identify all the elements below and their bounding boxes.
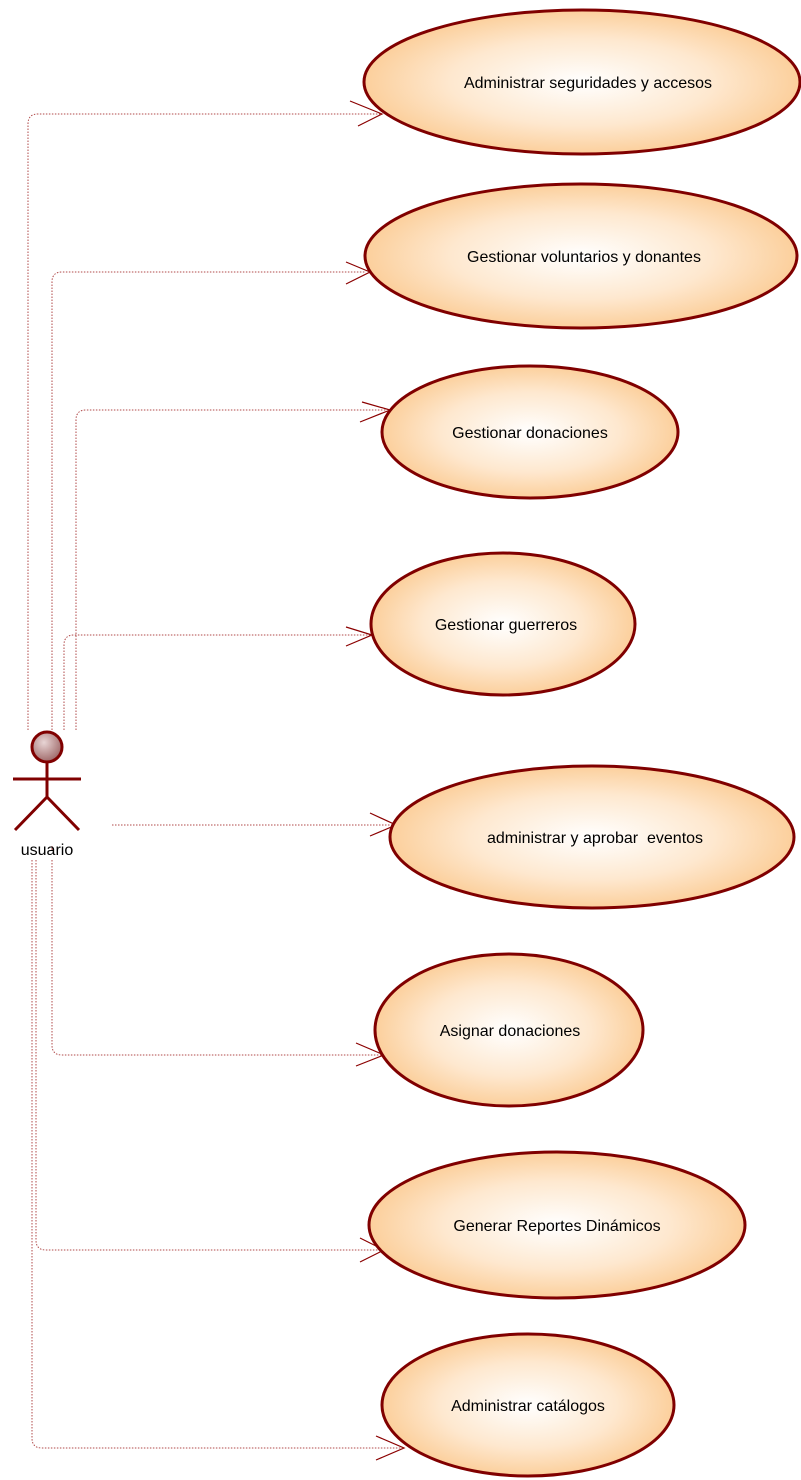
actor-left-leg (13, 795, 49, 832)
associations (27, 113, 402, 1449)
association-asignar (51, 846, 382, 1056)
use-case-label: Administrar catálogos (451, 1398, 605, 1415)
actor-right-leg (45, 795, 81, 832)
use-case-label: administrar y aprobar eventos (487, 830, 703, 847)
use-case-voluntarios[interactable]: Gestionar voluntarios y donantes (363, 182, 799, 330)
arrowhead-catalogos (375, 1435, 406, 1461)
association-seguridades (27, 113, 380, 730)
association-voluntarios (51, 271, 366, 730)
actor-usuario[interactable]: usuario (13, 730, 81, 859)
arrowheads (345, 100, 406, 1461)
use-case-label: Administrar seguridades y accesos (464, 75, 712, 92)
use-case-label: Generar Reportes Dinámicos (453, 1218, 660, 1235)
use-case-asignar[interactable]: Asignar donaciones (373, 952, 645, 1108)
arrowhead-guerreros (345, 626, 374, 647)
use-case-label: Gestionar donaciones (452, 425, 608, 442)
association-reportes (35, 860, 382, 1251)
use-case-donaciones[interactable]: Gestionar donaciones (380, 364, 680, 500)
actor-label: usuario (21, 842, 74, 859)
use-case-label: Gestionar voluntarios y donantes (467, 249, 701, 266)
use-case-eventos[interactable]: administrar y aprobar eventos (388, 764, 796, 910)
use-case-seguridades[interactable]: Administrar seguridades y accesos (362, 8, 801, 156)
association-donaciones (75, 409, 386, 730)
use-case-label: Gestionar guerreros (435, 617, 577, 634)
use-case-label: Asignar donaciones (440, 1023, 581, 1040)
use-case-reportes[interactable]: Generar Reportes Dinámicos (367, 1150, 747, 1300)
arrowhead-seguridades (349, 100, 384, 127)
actor-head (30, 730, 64, 764)
use-case-guerreros[interactable]: Gestionar guerreros (369, 551, 637, 697)
association-catalogos (31, 860, 402, 1449)
use-case-catalogos[interactable]: Administrar catálogos (380, 1332, 676, 1478)
association-guerreros (63, 634, 370, 730)
